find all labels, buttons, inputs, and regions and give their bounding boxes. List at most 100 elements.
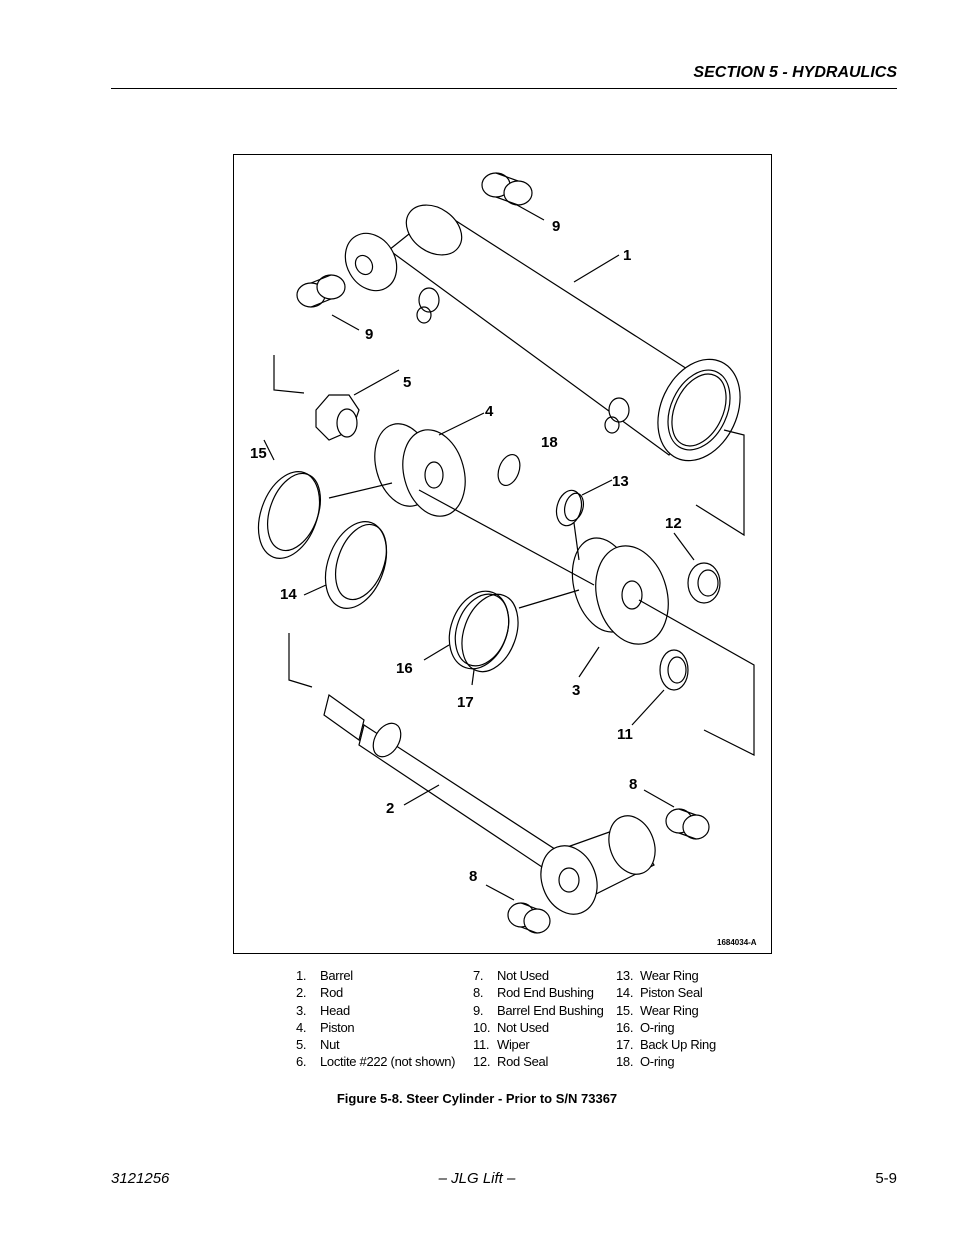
header-divider bbox=[111, 88, 897, 89]
callout-13: 13 bbox=[612, 473, 629, 490]
legend-number: 15. bbox=[616, 1002, 634, 1018]
legend-item: 17. Back Up Ring bbox=[616, 1036, 716, 1053]
legend-item: 15. Wear Ring bbox=[616, 1002, 716, 1019]
o-ring-18-drawing bbox=[497, 453, 521, 487]
legend-number: 10. bbox=[473, 1019, 491, 1035]
figure-caption: Figure 5-8. Steer Cylinder - Prior to S/… bbox=[336, 1091, 618, 1106]
legend-label: Wear Ring bbox=[640, 1002, 699, 1018]
legend-column-1: 1. Barrel 2. Rod 3. Head 4. Piston 5. Nut 6. L… bbox=[296, 967, 455, 1071]
rod-seal-drawing bbox=[673, 532, 721, 604]
legend-number: 17. bbox=[616, 1037, 634, 1053]
legend-number: 1. bbox=[296, 968, 307, 983]
callout-8-bottom: 8 bbox=[469, 868, 478, 885]
legend-number: 14. bbox=[616, 985, 634, 1001]
callout-17: 17 bbox=[457, 694, 474, 711]
legend-number: 12. bbox=[473, 1054, 491, 1070]
legend-number: 6. bbox=[296, 1054, 307, 1070]
callout-3: 3 bbox=[572, 682, 581, 699]
legend-label: Rod Seal bbox=[497, 1054, 549, 1070]
steer-cylinder-exploded-drawing bbox=[257, 172, 755, 934]
callout-18: 18 bbox=[541, 434, 558, 451]
callout-9-top: 9 bbox=[552, 218, 561, 235]
callout-1: 1 bbox=[623, 247, 632, 264]
legend-item: 4. Piston bbox=[296, 1019, 455, 1036]
barrel-drawing bbox=[344, 204, 745, 537]
drawing-number: 1684034-A bbox=[717, 938, 757, 947]
callout-14: 14 bbox=[280, 586, 297, 603]
rod-end-bushing-right bbox=[643, 789, 710, 840]
legend-column-3: 13. Wear Ring 14. Piston Seal 15. Wear Ring… bbox=[616, 967, 716, 1071]
rod-drawing bbox=[288, 633, 656, 915]
o-ring-16-drawing bbox=[423, 590, 510, 670]
legend-label: Piston Seal bbox=[640, 985, 703, 1001]
legend-number: 18. bbox=[616, 1054, 634, 1070]
legend-item: 1. Barrel bbox=[296, 967, 455, 984]
legend-label: Barrel bbox=[320, 968, 353, 983]
legend-label: Not Used bbox=[497, 968, 549, 983]
callout-16: 16 bbox=[396, 660, 413, 677]
legend-item: 6. Loctite #222 (not shown) bbox=[296, 1053, 455, 1070]
legend-number: 2. bbox=[296, 985, 307, 1001]
legend-item: 2. Rod bbox=[296, 984, 455, 1001]
legend-label: Rod End Bushing bbox=[497, 985, 594, 1001]
legend-label: O-ring bbox=[640, 1054, 675, 1070]
wear-ring-15-drawing bbox=[257, 439, 321, 559]
legend-number: 9. bbox=[473, 1002, 484, 1018]
legend-item: 3. Head bbox=[296, 1002, 455, 1019]
legend-item: 18. O-ring bbox=[616, 1053, 716, 1070]
legend-number: 8. bbox=[473, 985, 484, 1001]
wear-ring-13-drawing bbox=[555, 479, 613, 527]
legend-item: 8. Rod End Bushing bbox=[473, 984, 604, 1001]
wiper-drawing bbox=[631, 649, 689, 726]
barrel-end-bushing-left bbox=[296, 274, 360, 331]
legend-label: Rod bbox=[320, 985, 343, 1001]
callout-11: 11 bbox=[617, 726, 633, 743]
legend-label: Back Up Ring bbox=[640, 1037, 716, 1053]
figure-frame: 9 1 9 5 4 18 15 13 12 14 16 17 3 11 8 2 … bbox=[233, 154, 772, 954]
back-up-ring-drawing bbox=[461, 589, 580, 686]
rod-end-bushing-bottom bbox=[485, 884, 551, 934]
legend-item: 12. Rod Seal bbox=[473, 1053, 604, 1070]
legend-item: 14. Piston Seal bbox=[616, 984, 716, 1001]
legend-column-2: 7. Not Used 8. Rod End Bushing 9. Barrel En… bbox=[473, 967, 604, 1071]
legend-number: 16. bbox=[616, 1019, 634, 1035]
legend-item: 11. Wiper bbox=[473, 1036, 604, 1053]
legend-number: 4. bbox=[296, 1019, 307, 1035]
legend-label: O-ring bbox=[640, 1019, 675, 1035]
nut-drawing bbox=[273, 355, 400, 441]
barrel-end-bushing-top bbox=[481, 172, 545, 221]
legend-item: 9. Barrel End Bushing bbox=[473, 1002, 604, 1019]
legend-label: Not Used bbox=[497, 1019, 549, 1035]
callout-5: 5 bbox=[403, 374, 412, 391]
legend-item: 10. Not Used bbox=[473, 1019, 604, 1036]
legend-number: 11. bbox=[473, 1037, 490, 1053]
piston-seal-drawing bbox=[303, 521, 388, 609]
legend-item: 16. O-ring bbox=[616, 1019, 716, 1036]
head-drawing bbox=[418, 489, 755, 756]
section-title: SECTION 5 - HYDRAULICS bbox=[693, 64, 897, 81]
legend-label: Wiper bbox=[497, 1037, 530, 1053]
legend-item: 5. Nut bbox=[296, 1036, 455, 1053]
legend-number: 13. bbox=[616, 968, 634, 983]
publisher-name: – JLG Lift – bbox=[438, 1170, 516, 1187]
legend-number: 7. bbox=[473, 968, 484, 983]
callout-15: 15 bbox=[250, 445, 267, 462]
legend-item: 13. Wear Ring bbox=[616, 967, 716, 984]
legend-label: Wear Ring bbox=[640, 968, 699, 983]
callout-2: 2 bbox=[386, 800, 395, 817]
legend-label: Barrel End Bushing bbox=[497, 1002, 604, 1018]
callout-8-right: 8 bbox=[629, 776, 638, 793]
document-number: 3121256 bbox=[111, 1170, 170, 1187]
callout-12: 12 bbox=[665, 515, 682, 532]
page-number: 5-9 bbox=[875, 1170, 897, 1187]
callout-4: 4 bbox=[485, 403, 494, 420]
callout-9-left: 9 bbox=[365, 326, 374, 343]
legend-label: Piston bbox=[320, 1019, 355, 1035]
legend-number: 3. bbox=[296, 1002, 307, 1018]
legend-label: Loctite #222 (not shown) bbox=[320, 1054, 456, 1070]
legend-number: 5. bbox=[296, 1037, 307, 1053]
legend-label: Nut bbox=[320, 1037, 340, 1053]
legend-label: Head bbox=[320, 1002, 350, 1018]
piston-drawing bbox=[328, 412, 485, 517]
legend-item: 7. Not Used bbox=[473, 967, 604, 984]
